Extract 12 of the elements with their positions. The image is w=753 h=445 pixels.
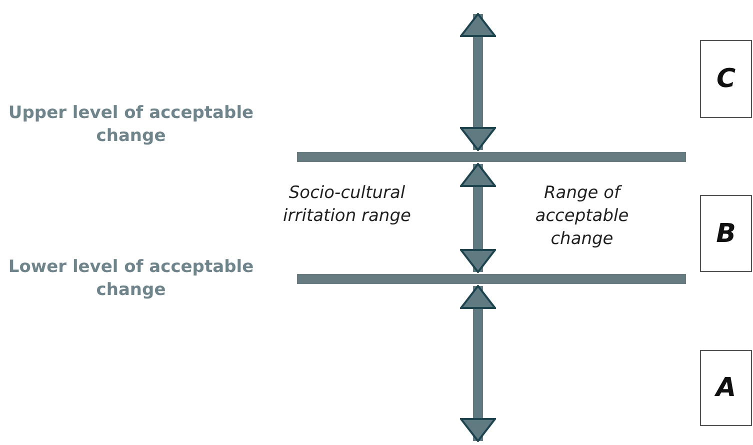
level-label: Lower level of acceptable change bbox=[7, 256, 255, 302]
level-bar bbox=[297, 274, 686, 284]
double-arrow bbox=[460, 163, 496, 273]
double-arrow bbox=[460, 285, 496, 442]
zone-box: A bbox=[700, 350, 752, 426]
level-label: Upper level of acceptable change bbox=[7, 102, 255, 148]
zone-box: B bbox=[700, 195, 752, 272]
range-label: Socio-cultural irritation range bbox=[282, 182, 412, 228]
level-bar bbox=[297, 152, 686, 162]
double-arrow bbox=[460, 13, 496, 151]
range-label: Range of acceptable change bbox=[534, 182, 630, 251]
zone-box: C bbox=[700, 40, 752, 118]
